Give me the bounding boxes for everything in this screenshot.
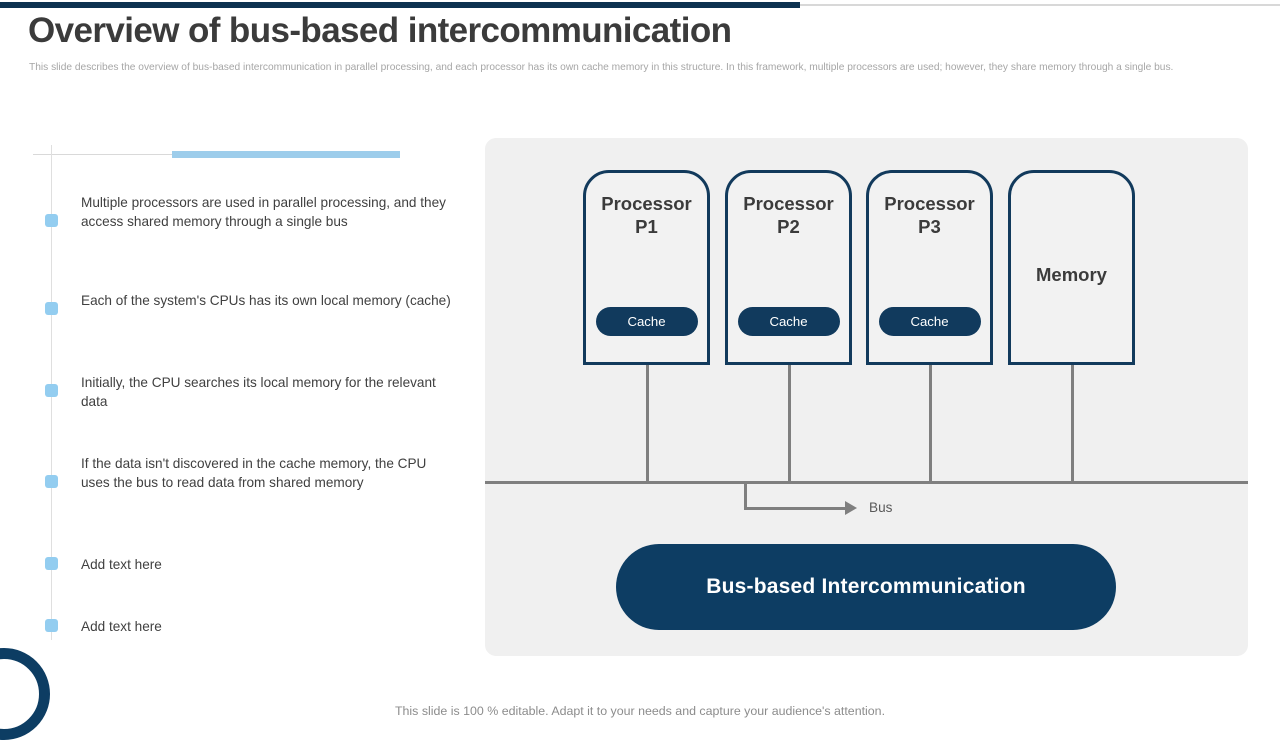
memory-title: Memory: [1036, 264, 1107, 285]
processor-box-p2[interactable]: Processor P2 Cache: [725, 170, 852, 365]
top-accent-bar-light: [800, 4, 1280, 6]
corner-ring-decoration: [0, 648, 50, 740]
divider-thin: [33, 154, 172, 155]
cache-pill-p3[interactable]: Cache: [878, 307, 981, 336]
bus-line: [485, 481, 1248, 484]
bullet-square-icon: [45, 619, 58, 632]
bullet-square-icon: [45, 557, 58, 570]
list-item-label: Add text here: [81, 619, 162, 634]
cache-pill-p1[interactable]: Cache: [595, 307, 698, 336]
processor-box-p3[interactable]: Processor P3 Cache: [866, 170, 993, 365]
accent-bar-blue: [172, 151, 400, 158]
page-title: Overview of bus-based intercommunication: [28, 11, 732, 50]
list-item-label: Initially, the CPU searches its local me…: [81, 375, 436, 410]
processor-title: Processor P1: [601, 193, 692, 237]
connector-line-memory: [1071, 365, 1074, 482]
processor-title: Processor P2: [743, 193, 834, 237]
diagram-panel: Processor P1 Cache Processor P2 Cache Pr…: [485, 138, 1248, 656]
page-subtitle: This slide describes the overview of bus…: [29, 62, 1174, 73]
processor-title: Processor P3: [884, 193, 975, 237]
connector-line-p3: [929, 365, 932, 482]
bullet-square-icon: [45, 384, 58, 397]
bullet-column: Multiple processors are used in parallel…: [33, 145, 453, 645]
footer-note: This slide is 100 % editable. Adapt it t…: [394, 704, 886, 718]
bullet-square-icon: [45, 302, 58, 315]
bus-callout-stem: [744, 483, 747, 509]
bullet-square-icon: [45, 475, 58, 488]
bus-arrow-icon: [845, 501, 857, 515]
memory-box[interactable]: Memory: [1008, 170, 1135, 365]
list-item-label: If the data isn't discovered in the cach…: [81, 456, 427, 491]
list-item-label: Add text here: [81, 557, 162, 572]
connector-line-p1: [646, 365, 649, 482]
list-item-label: Each of the system's CPUs has its own lo…: [81, 293, 451, 308]
diagram-banner: Bus-based Intercommunication: [616, 544, 1116, 630]
connector-line-p2: [788, 365, 791, 482]
list-item-label: Multiple processors are used in parallel…: [81, 195, 446, 230]
top-accent-bar-dark: [0, 2, 800, 8]
bus-label: Bus: [869, 500, 893, 515]
bus-callout-arm: [744, 507, 849, 510]
cache-pill-p2[interactable]: Cache: [737, 307, 840, 336]
processor-box-p1[interactable]: Processor P1 Cache: [583, 170, 710, 365]
bullet-square-icon: [45, 214, 58, 227]
